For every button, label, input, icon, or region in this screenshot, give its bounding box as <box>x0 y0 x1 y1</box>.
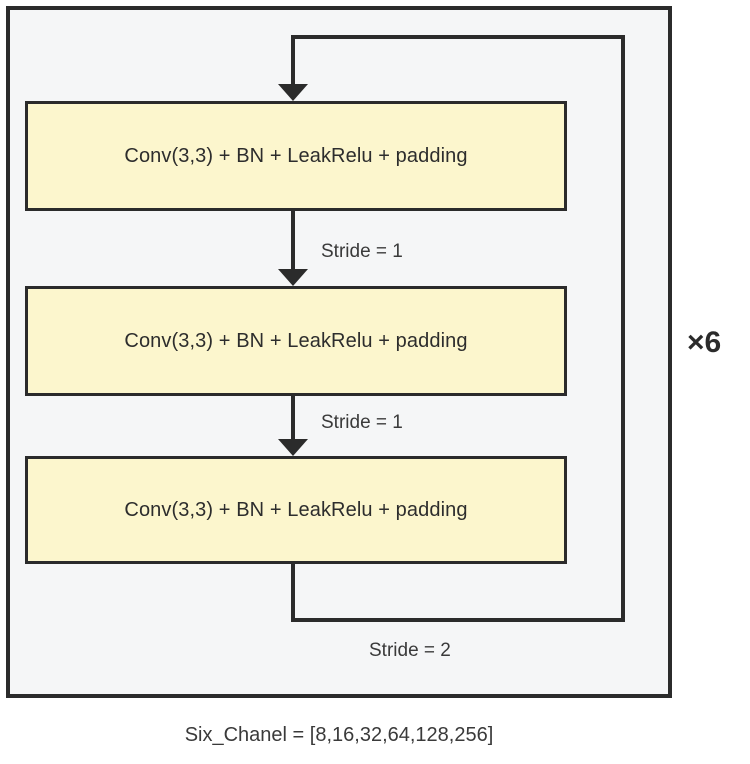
edge-label-block2-to-block3: Stride = 1 <box>321 412 403 433</box>
conv-block-3-label: Conv(3,3) + BN + LeakRelu + padding <box>124 498 468 521</box>
conv-block-3[interactable]: Conv(3,3) + BN + LeakRelu + padding <box>25 456 567 564</box>
conv-block-1-label: Conv(3,3) + BN + LeakRelu + padding <box>124 144 468 167</box>
edge-label-block1-to-block2: Stride = 1 <box>321 241 403 262</box>
diagram-caption: Six_Chanel = [8,16,32,64,128,256] <box>184 724 494 746</box>
edge-label-loopback: Stride = 2 <box>369 640 451 661</box>
repeat-multiplier-label: ×6 <box>687 326 722 359</box>
conv-block-1[interactable]: Conv(3,3) + BN + LeakRelu + padding <box>25 101 567 211</box>
conv-block-2[interactable]: Conv(3,3) + BN + LeakRelu + padding <box>25 286 567 396</box>
conv-block-2-label: Conv(3,3) + BN + LeakRelu + padding <box>124 329 468 352</box>
